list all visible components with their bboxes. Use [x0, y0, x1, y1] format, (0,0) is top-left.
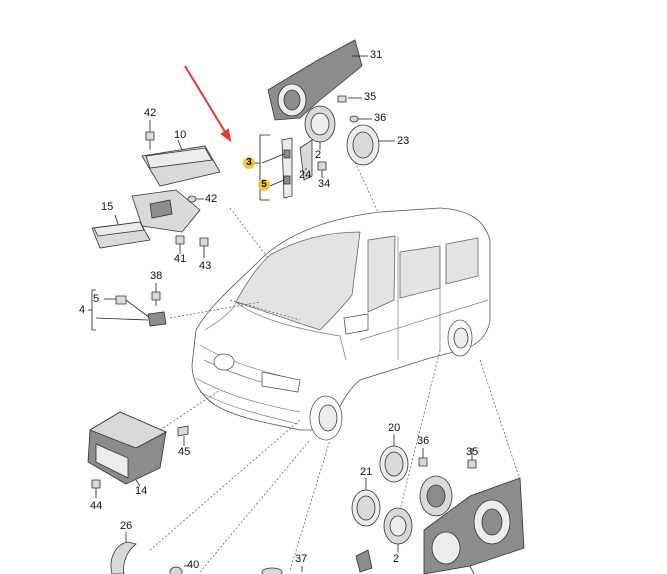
- van-illustration: [191, 207, 491, 441]
- callout-24: 24: [299, 169, 312, 181]
- callout-2-bottom: 2: [393, 553, 400, 565]
- callout-35-bottom: 35: [466, 446, 479, 458]
- callout-45: 45: [178, 446, 191, 458]
- callout-21: 21: [360, 466, 373, 478]
- callout-35-top: 35: [364, 91, 377, 103]
- callout-36-top: 36: [374, 112, 387, 124]
- callout-3-highlighted: 3: [243, 157, 255, 169]
- callout-44: 44: [90, 500, 103, 512]
- sensor-group: [88, 283, 167, 331]
- control-unit-group: [87, 411, 189, 498]
- trim-ring-group: [110, 532, 190, 574]
- red-arrow: [184, 65, 232, 143]
- rear-speaker-group: [351, 434, 525, 574]
- callout-2-top: 2: [315, 149, 322, 161]
- callout-43: 43: [199, 260, 212, 272]
- speaker-panel-group: [255, 39, 380, 201]
- callout-10: 10: [174, 129, 187, 141]
- screw-37-group: [261, 566, 303, 574]
- callout-38: 38: [150, 270, 163, 282]
- callout-31: 31: [370, 49, 383, 61]
- leader-lines: [149, 161, 521, 573]
- callout-42-right: 42: [205, 193, 218, 205]
- label-leaders-top: [261, 55, 395, 187]
- callout-40: 40: [187, 559, 200, 571]
- callout-37: 37: [295, 553, 308, 565]
- callout-42-top: 42: [144, 107, 157, 119]
- callout-4: 4: [79, 304, 86, 316]
- callout-15: 15: [101, 201, 114, 213]
- callout-14: 14: [135, 485, 148, 497]
- callout-26: 26: [120, 520, 133, 532]
- callout-23: 23: [397, 135, 410, 147]
- callout-34: 34: [318, 178, 331, 190]
- module-group-upper: [91, 120, 221, 258]
- callout-5-highlighted: 5: [258, 179, 270, 191]
- callout-5-left: 5: [93, 293, 100, 305]
- callout-20: 20: [388, 422, 401, 434]
- callout-41: 41: [174, 253, 187, 265]
- callout-36-bottom: 36: [417, 435, 430, 447]
